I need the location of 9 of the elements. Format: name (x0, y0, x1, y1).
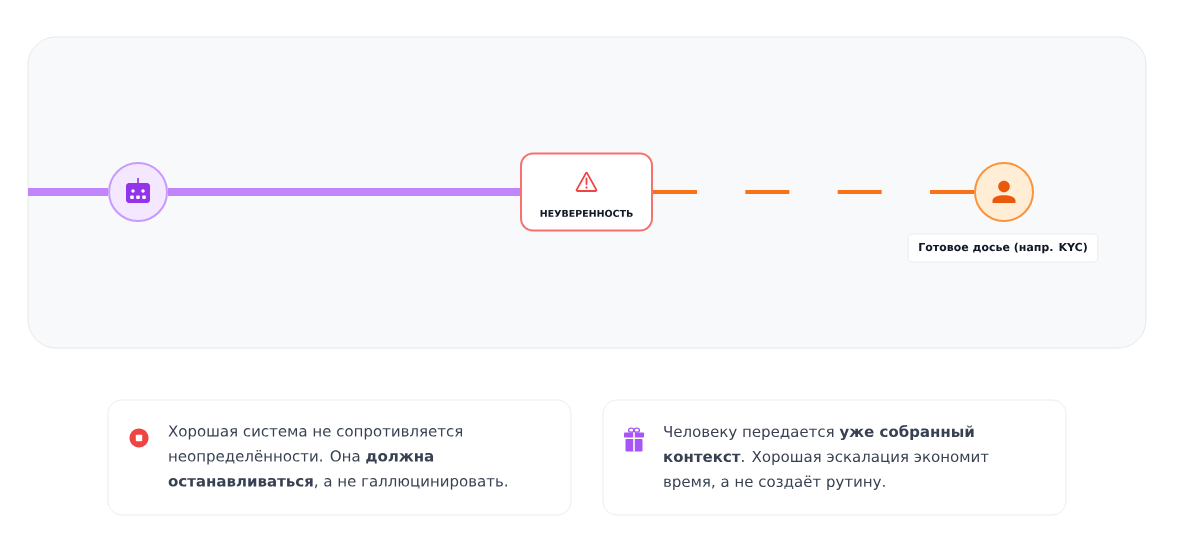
dashed-line (653, 190, 974, 194)
panel (27, 36, 1147, 349)
icon-circle (974, 162, 1034, 222)
tag-label: Готовое досье (напр. KYC) (907, 233, 1099, 263)
connector-line (28, 188, 108, 196)
connector-line (168, 188, 520, 196)
note-card: Человеку передается уже собранный контекст. Хорошая эскалация экономит время, а не создаёт рутину. (602, 399, 1067, 516)
alert-box: НЕУВЕРЕННОСТЬ (520, 152, 653, 232)
note-card: Хорошая система не сопротивляется неопределённости. Она должна останавливаться, а не галлюцинировать. (107, 399, 572, 516)
